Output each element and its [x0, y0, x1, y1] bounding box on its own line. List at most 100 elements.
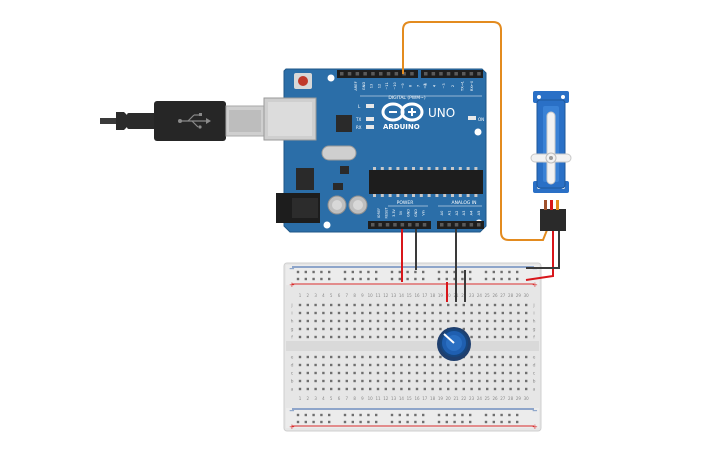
breadboard-hole[interactable]: [470, 311, 473, 315]
breadboard-hole[interactable]: [353, 355, 356, 359]
breadboard-hole[interactable]: [484, 277, 488, 281]
breadboard-hole[interactable]: [509, 327, 512, 331]
breadboard-hole[interactable]: [422, 413, 425, 417]
breadboard-hole[interactable]: [337, 303, 341, 307]
header-pin[interactable]: [415, 223, 419, 227]
breadboard-hole[interactable]: [439, 311, 442, 315]
breadboard-hole[interactable]: [304, 413, 307, 417]
breadboard-hole[interactable]: [478, 335, 481, 339]
breadboard-hole[interactable]: [298, 319, 302, 323]
header-pin[interactable]: [446, 72, 451, 76]
header-pin[interactable]: [340, 72, 344, 76]
servo-ground-wire[interactable]: [526, 230, 560, 269]
breadboard-hole[interactable]: [509, 355, 512, 359]
breadboard-hole[interactable]: [384, 363, 387, 367]
breadboard-hole[interactable]: [445, 270, 448, 274]
header-pin[interactable]: [477, 72, 481, 76]
breadboard-hole[interactable]: [447, 363, 450, 367]
header-pin[interactable]: [447, 223, 451, 227]
breadboard-hole[interactable]: [384, 379, 387, 383]
breadboard-hole[interactable]: [470, 319, 473, 323]
breadboard-hole[interactable]: [509, 379, 512, 383]
header-pin[interactable]: [400, 223, 405, 227]
breadboard-hole[interactable]: [439, 319, 442, 323]
breadboard-hole[interactable]: [306, 303, 309, 307]
breadboard-hole[interactable]: [408, 311, 411, 315]
header-pin[interactable]: [469, 223, 474, 227]
breadboard-hole[interactable]: [422, 277, 425, 281]
breadboard-hole[interactable]: [330, 379, 333, 383]
breadboard-hole[interactable]: [454, 387, 458, 391]
breadboard-hole[interactable]: [353, 311, 356, 315]
breadboard-hole[interactable]: [361, 335, 364, 339]
breadboard-hole[interactable]: [447, 311, 450, 315]
breadboard-hole[interactable]: [345, 335, 348, 339]
breadboard-hole[interactable]: [484, 420, 488, 424]
breadboard-hole[interactable]: [470, 363, 473, 367]
breadboard-hole[interactable]: [454, 311, 458, 315]
breadboard-hole[interactable]: [376, 319, 380, 323]
breadboard-hole[interactable]: [328, 277, 331, 281]
breadboard-hole[interactable]: [322, 311, 325, 315]
breadboard-hole[interactable]: [415, 311, 419, 315]
header-pin[interactable]: [371, 72, 375, 76]
breadboard-hole[interactable]: [423, 387, 426, 391]
breadboard-hole[interactable]: [493, 363, 497, 367]
breadboard-hole[interactable]: [322, 335, 325, 339]
breadboard-hole[interactable]: [306, 355, 309, 359]
breadboard-hole[interactable]: [330, 327, 333, 331]
breadboard-hole[interactable]: [454, 379, 458, 383]
breadboard-hole[interactable]: [517, 379, 520, 383]
breadboard-hole[interactable]: [493, 327, 497, 331]
breadboard-hole[interactable]: [478, 319, 481, 323]
breadboard-hole[interactable]: [423, 371, 426, 375]
breadboard-hole[interactable]: [390, 420, 394, 424]
breadboard-hole[interactable]: [361, 355, 364, 359]
breadboard-hole[interactable]: [392, 355, 395, 359]
breadboard-hole[interactable]: [353, 363, 356, 367]
breadboard-hole[interactable]: [478, 327, 481, 331]
breadboard-hole[interactable]: [345, 355, 348, 359]
breadboard-hole[interactable]: [400, 371, 403, 375]
breadboard-hole[interactable]: [517, 327, 520, 331]
header-pin[interactable]: [408, 223, 412, 227]
breadboard-hole[interactable]: [406, 277, 409, 281]
breadboard-hole[interactable]: [361, 363, 364, 367]
breadboard-hole[interactable]: [431, 303, 434, 307]
breadboard-hole[interactable]: [509, 335, 512, 339]
breadboard-hole[interactable]: [439, 303, 442, 307]
breadboard-hole[interactable]: [322, 303, 325, 307]
breadboard-hole[interactable]: [408, 319, 411, 323]
breadboard-hole[interactable]: [392, 327, 395, 331]
breadboard-hole[interactable]: [400, 387, 403, 391]
breadboard-hole[interactable]: [486, 311, 489, 315]
header-pin[interactable]: [454, 223, 459, 227]
breadboard-hole[interactable]: [306, 371, 309, 375]
breadboard-hole[interactable]: [493, 387, 497, 391]
breadboard-hole[interactable]: [453, 413, 456, 417]
breadboard-hole[interactable]: [500, 277, 503, 281]
breadboard-hole[interactable]: [384, 311, 387, 315]
breadboard-hole[interactable]: [422, 420, 425, 424]
breadboard-hole[interactable]: [345, 319, 348, 323]
breadboard-hole[interactable]: [415, 355, 419, 359]
breadboard-hole[interactable]: [423, 327, 426, 331]
breadboard-hole[interactable]: [312, 270, 315, 274]
breadboard-hole[interactable]: [384, 303, 387, 307]
breadboard-hole[interactable]: [415, 327, 419, 331]
breadboard-hole[interactable]: [525, 363, 528, 367]
header-pin[interactable]: [431, 72, 436, 76]
potentiometer[interactable]: [437, 327, 471, 361]
servo-horn-icon[interactable]: [530, 111, 572, 185]
header-pin[interactable]: [439, 72, 443, 76]
breadboard-hole[interactable]: [296, 270, 300, 274]
breadboard-hole[interactable]: [423, 303, 426, 307]
breadboard-hole[interactable]: [414, 420, 417, 424]
breadboard-hole[interactable]: [516, 277, 519, 281]
breadboard-hole[interactable]: [330, 363, 333, 367]
breadboard-hole[interactable]: [322, 327, 325, 331]
breadboard-hole[interactable]: [431, 371, 434, 375]
breadboard-hole[interactable]: [509, 319, 512, 323]
breadboard-hole[interactable]: [508, 413, 511, 417]
